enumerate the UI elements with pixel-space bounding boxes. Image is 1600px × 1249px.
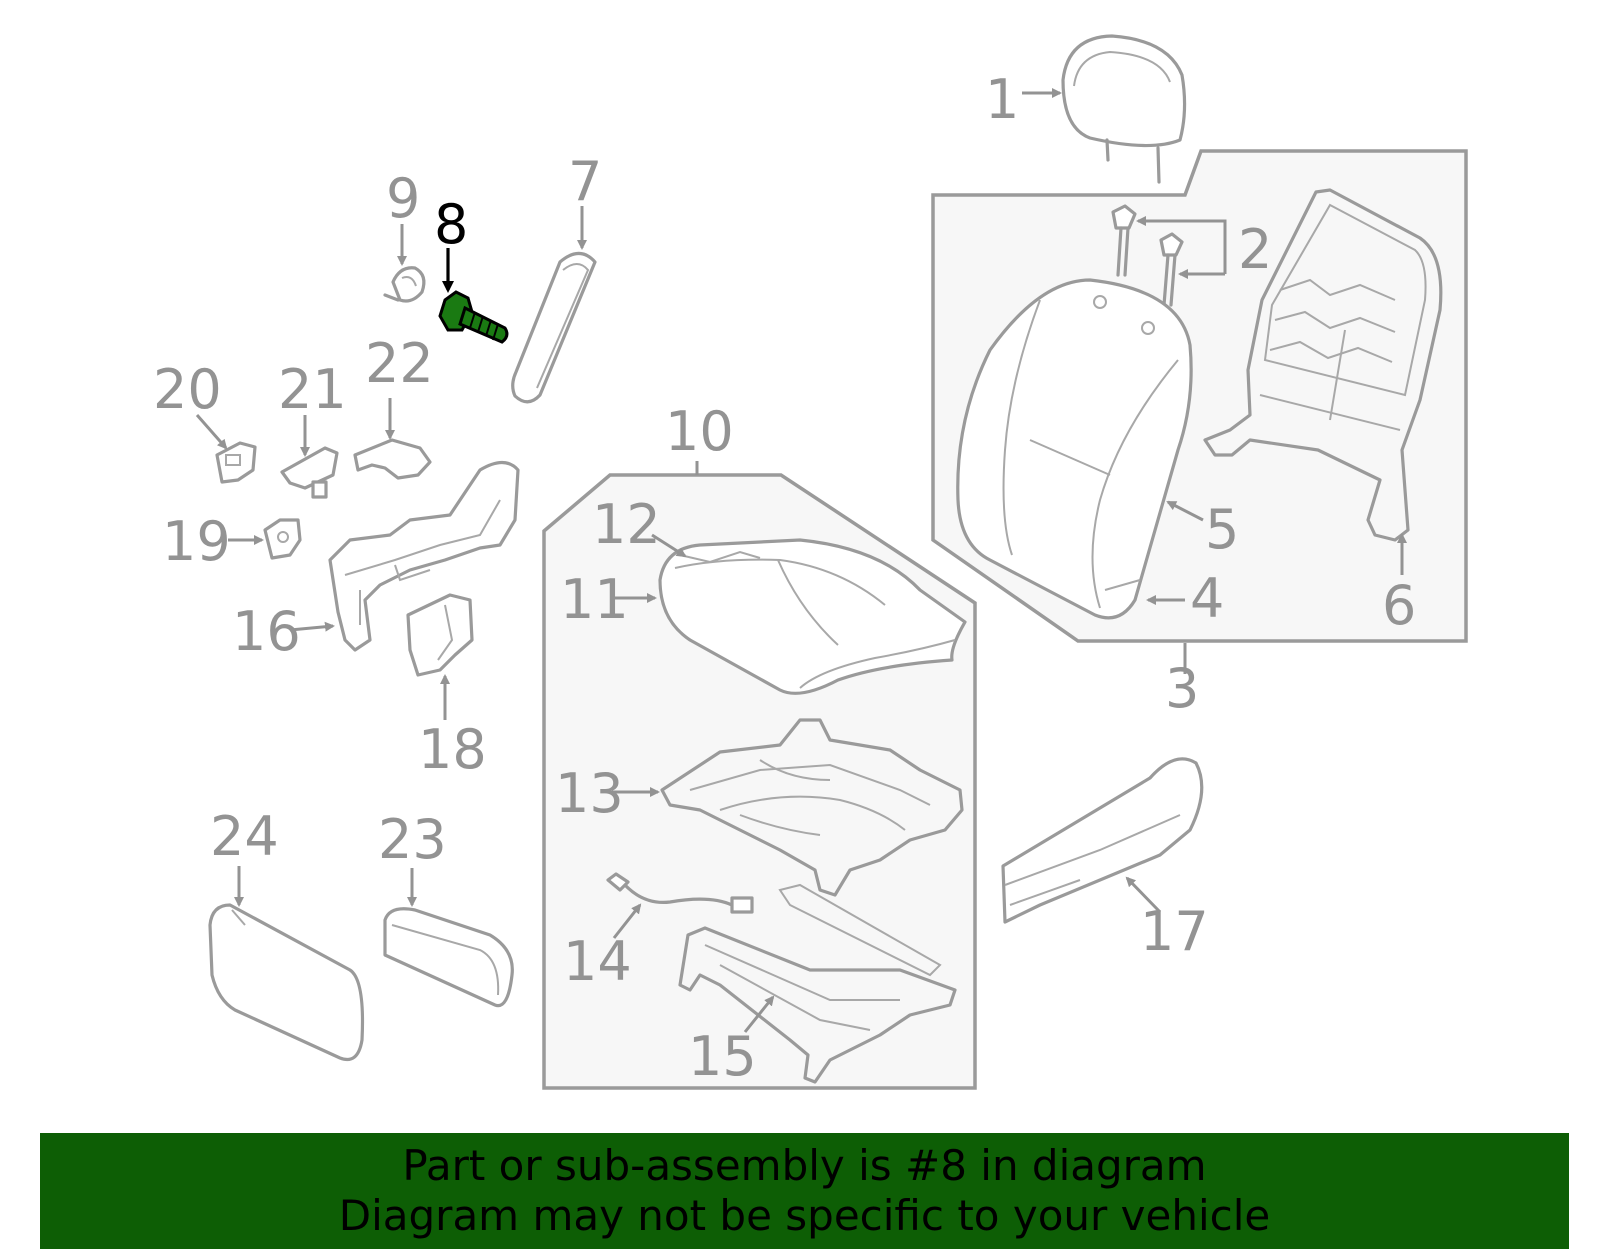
part-21-clip[interactable]	[280, 446, 339, 499]
part-9-clip[interactable]	[383, 266, 426, 303]
callout-12[interactable]: 12	[592, 493, 661, 556]
part-23-side-cover[interactable]	[383, 907, 514, 1008]
callout-14[interactable]: 14	[563, 930, 632, 993]
part-16-side-cover[interactable]	[328, 460, 520, 652]
part-4-5-seat-back[interactable]	[956, 278, 1193, 620]
callout-21[interactable]: 21	[278, 358, 347, 421]
part-20-clip[interactable]	[215, 441, 257, 484]
callout-8[interactable]: 8	[434, 193, 468, 256]
callout-10[interactable]: 10	[665, 400, 734, 463]
callout-18[interactable]: 18	[418, 718, 487, 781]
part-8-bolt-highlighted[interactable]	[438, 290, 509, 344]
callout-1[interactable]: 1	[985, 68, 1019, 131]
callout-3[interactable]: 3	[1165, 657, 1199, 720]
part-17-side-trim[interactable]	[1001, 757, 1204, 924]
banner-line-2: Diagram may not be specific to your vehi…	[338, 1191, 1271, 1240]
callout-23[interactable]: 23	[378, 808, 447, 871]
callout-16[interactable]: 16	[232, 600, 301, 663]
callout-19[interactable]: 19	[162, 510, 231, 573]
callout-4[interactable]: 4	[1190, 567, 1224, 630]
callout-2[interactable]: 2	[1238, 218, 1272, 281]
part-19-clip[interactable]	[263, 518, 302, 560]
leader-lines	[195, 88, 1407, 1033]
info-banner: Part or sub-assembly is #8 in diagram Di…	[40, 1133, 1569, 1249]
part-2-headrest-guides[interactable]	[1111, 204, 1184, 307]
callout-24[interactable]: 24	[210, 805, 279, 868]
part-14-wire-harness[interactable]	[606, 872, 754, 914]
callout-6[interactable]: 6	[1382, 574, 1416, 637]
part-18-bracket[interactable]	[406, 593, 474, 677]
part-13-cushion-frame[interactable]	[660, 718, 964, 897]
banner-line-1: Part or sub-assembly is #8 in diagram	[402, 1141, 1207, 1190]
part-6-seat-back-frame[interactable]	[1203, 188, 1443, 542]
callout-5[interactable]: 5	[1205, 498, 1239, 561]
part-22-clip[interactable]	[353, 438, 432, 480]
part-15-seat-track[interactable]	[678, 883, 957, 1084]
callout-9[interactable]: 9	[386, 167, 420, 230]
part-24-side-cover[interactable]	[208, 903, 365, 1062]
part-7-trim-panel[interactable]	[511, 251, 597, 404]
callout-22[interactable]: 22	[365, 332, 434, 395]
part-1-headrest[interactable]	[1061, 34, 1187, 184]
callout-7[interactable]: 7	[568, 150, 602, 213]
callout-20[interactable]: 20	[153, 358, 222, 421]
part-11-12-seat-cushion[interactable]	[658, 538, 967, 695]
callout-15[interactable]: 15	[688, 1025, 757, 1088]
callout-17[interactable]: 17	[1140, 900, 1209, 963]
